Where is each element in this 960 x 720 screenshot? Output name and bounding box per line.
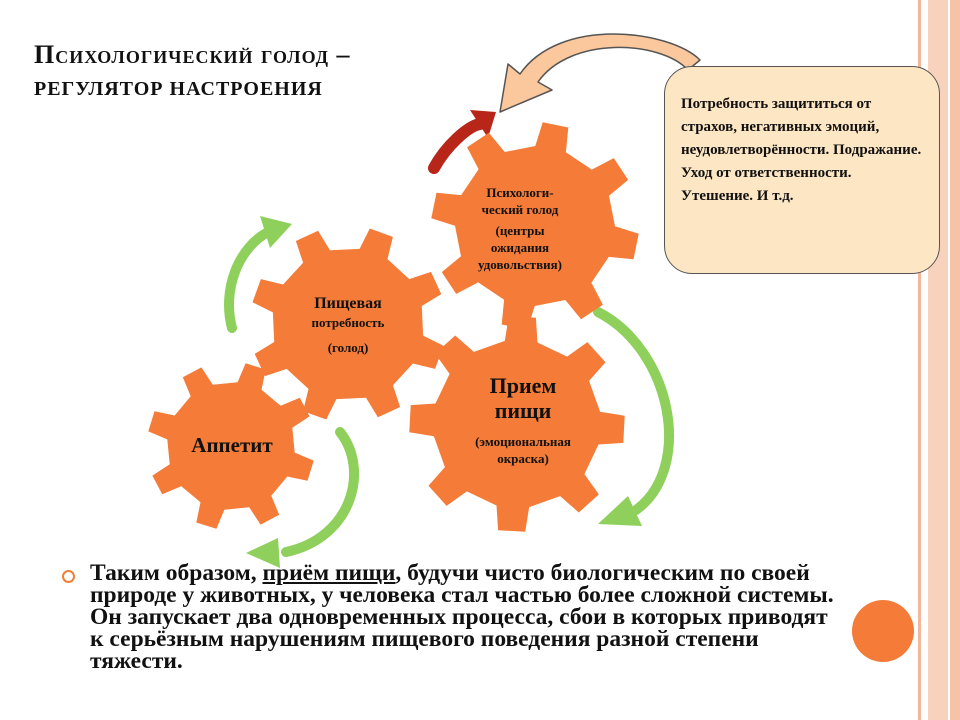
bullet-highlight: приём пищи (262, 560, 396, 586)
gear-need-line2: потребность (311, 315, 385, 330)
green-arrow-bottom (281, 427, 359, 557)
callout-box: Потребность защититься от страхов, негат… (664, 66, 940, 274)
bullet-text-start: Таким образом, (90, 560, 263, 586)
green-arrowhead-right (598, 496, 642, 526)
red-arrowhead (470, 110, 496, 138)
gear-need-shape (252, 228, 444, 420)
red-arrow (428, 118, 486, 174)
callout-text: Потребность защититься от страхов, негат… (681, 96, 922, 204)
gear-label-appetite: Аппетит (170, 428, 294, 462)
gear-need-sub: (голод) (327, 340, 369, 355)
gear-intake-title-2: пищи (494, 398, 552, 423)
gear-label-psych: Психологи- ческий голод (центры ожидания… (460, 180, 580, 276)
gear-appetite (148, 363, 314, 529)
gear-appetite-shape (148, 363, 314, 529)
gear-appetite-title: Аппетит (191, 433, 273, 457)
title-line-2: регулятор настроения (34, 78, 323, 100)
green-arrowhead-left (260, 216, 292, 248)
peach-curved-arrow (499, 33, 701, 113)
slide-title: Психологический голод – регулятор настро… (34, 38, 554, 106)
gear-food-intake (409, 316, 625, 532)
decor-stripe (950, 0, 960, 720)
bullet-text: Таким образом, приём пищи, будучи чисто … (90, 560, 840, 674)
gear-intake-title-1: Прием (489, 373, 557, 398)
green-arrow-left (224, 227, 273, 333)
gear-label-food-intake: Прием пищи (эмоциональная окраска) (448, 368, 598, 472)
title-line-1: Психологический голод – (34, 40, 351, 69)
green-arrowhead-bottom (246, 538, 280, 568)
gear-psych-title-2: ческий голод (481, 201, 559, 217)
gear-psychological-hunger (431, 122, 639, 330)
gear-label-food-need: Пищевая потребность (голод) (288, 290, 408, 362)
bullet-text-end: , будучи чисто биологическим по своей пр… (90, 560, 834, 674)
gear-food-need (252, 228, 444, 420)
decor-stripe (918, 0, 921, 720)
gear-psych-sub: (центры ожидания удовольствия) (478, 222, 562, 272)
gear-psych-title-1: Психологи- (486, 184, 554, 200)
decor-orange-circle (852, 600, 914, 662)
gear-intake-shape (409, 316, 625, 532)
gear-need-title: Пищевая (314, 295, 382, 312)
green-arrow-right (593, 307, 674, 515)
bullet-circle-icon (62, 570, 75, 583)
gear-psych-shape (431, 122, 639, 330)
gear-intake-sub: (эмоциональная окраска) (475, 434, 571, 466)
